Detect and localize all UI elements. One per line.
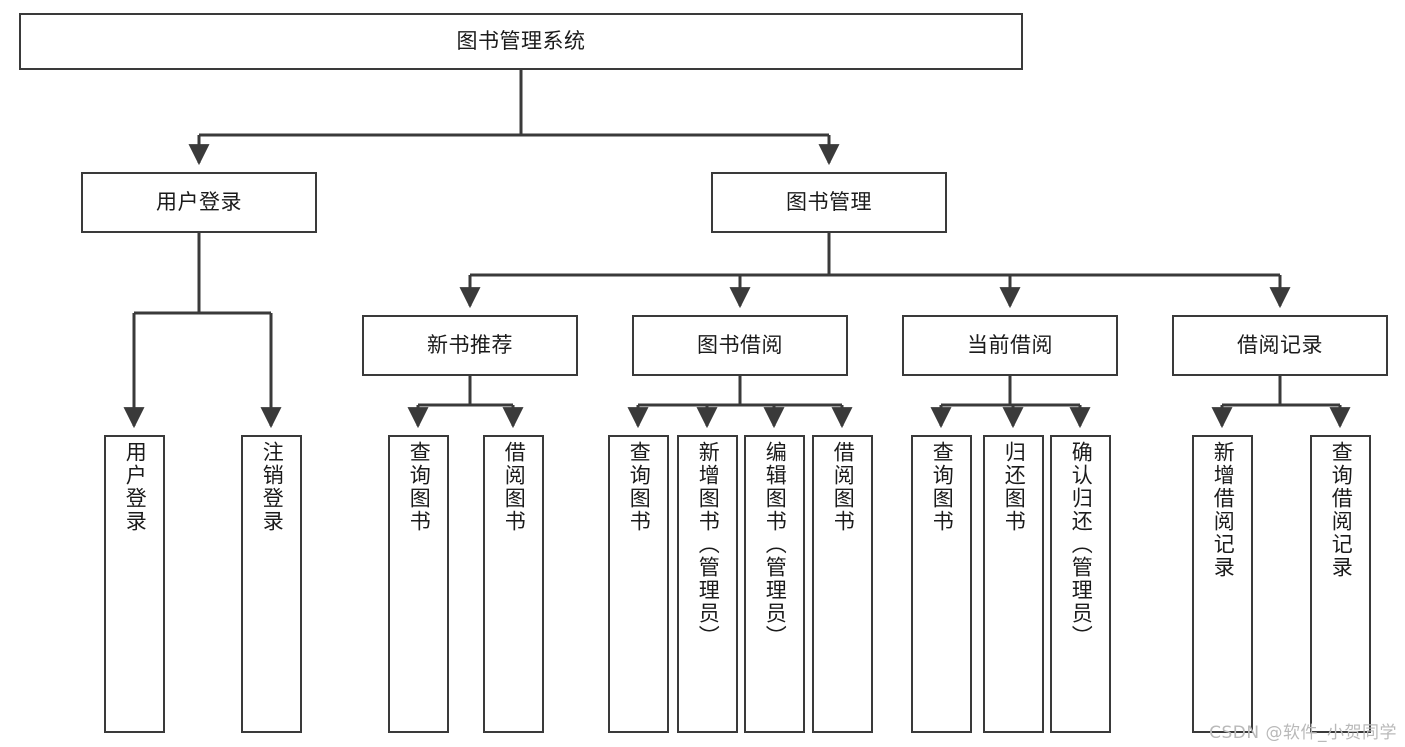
node-book-manage-label: 图书管理 bbox=[786, 189, 872, 214]
node-leaf-borrow-book-2[interactable]: 借阅图书 bbox=[812, 435, 873, 733]
node-new-book-rec-label: 新书推荐 bbox=[427, 332, 513, 357]
node-root[interactable]: 图书管理系统 bbox=[19, 13, 1023, 70]
node-root-label: 图书管理系统 bbox=[456, 28, 586, 53]
node-leaf-query-record[interactable]: 查询借阅记录 bbox=[1310, 435, 1371, 733]
node-leaf-edit-book[interactable]: 编辑图书（管理员） bbox=[744, 435, 805, 733]
node-leaf-add-record[interactable]: 新增借阅记录 bbox=[1192, 435, 1253, 733]
node-current-borrow-label: 当前借阅 bbox=[967, 332, 1053, 357]
node-leaf-query-book-2-label: 查询图书 bbox=[627, 441, 652, 533]
node-leaf-query-book-3-label: 查询图书 bbox=[930, 441, 955, 533]
node-leaf-query-book-2[interactable]: 查询图书 bbox=[608, 435, 669, 733]
node-leaf-user-logout[interactable]: 注销登录 bbox=[241, 435, 302, 733]
node-current-borrow[interactable]: 当前借阅 bbox=[902, 315, 1118, 376]
node-leaf-query-record-label: 查询借阅记录 bbox=[1329, 441, 1354, 579]
node-leaf-add-record-label: 新增借阅记录 bbox=[1211, 441, 1236, 579]
node-leaf-confirm-return-label: 确认归还（管理员） bbox=[1069, 441, 1094, 648]
node-leaf-return-book[interactable]: 归还图书 bbox=[983, 435, 1044, 733]
node-borrow-record-label: 借阅记录 bbox=[1237, 332, 1323, 357]
node-book-borrow[interactable]: 图书借阅 bbox=[632, 315, 848, 376]
node-leaf-user-login-label: 用户登录 bbox=[123, 441, 148, 533]
node-leaf-user-logout-label: 注销登录 bbox=[260, 441, 285, 533]
node-user-login[interactable]: 用户登录 bbox=[81, 172, 317, 233]
node-leaf-query-book-1[interactable]: 查询图书 bbox=[388, 435, 449, 733]
node-leaf-borrow-book-1[interactable]: 借阅图书 bbox=[483, 435, 544, 733]
node-leaf-add-book-label: 新增图书（管理员） bbox=[696, 441, 721, 648]
node-leaf-borrow-book-1-label: 借阅图书 bbox=[502, 441, 527, 533]
node-leaf-query-book-3[interactable]: 查询图书 bbox=[911, 435, 972, 733]
node-leaf-return-book-label: 归还图书 bbox=[1002, 441, 1027, 533]
node-new-book-rec[interactable]: 新书推荐 bbox=[362, 315, 578, 376]
node-book-manage[interactable]: 图书管理 bbox=[711, 172, 947, 233]
node-leaf-query-book-1-label: 查询图书 bbox=[407, 441, 432, 533]
watermark-text: CSDN @软件_小贺同学 bbox=[1209, 723, 1397, 743]
node-borrow-record[interactable]: 借阅记录 bbox=[1172, 315, 1388, 376]
node-leaf-confirm-return[interactable]: 确认归还（管理员） bbox=[1050, 435, 1111, 733]
node-user-login-label: 用户登录 bbox=[156, 189, 242, 214]
node-leaf-add-book[interactable]: 新增图书（管理员） bbox=[677, 435, 738, 733]
node-leaf-edit-book-label: 编辑图书（管理员） bbox=[763, 441, 788, 648]
node-leaf-borrow-book-2-label: 借阅图书 bbox=[831, 441, 856, 533]
node-leaf-user-login[interactable]: 用户登录 bbox=[104, 435, 165, 733]
node-book-borrow-label: 图书借阅 bbox=[697, 332, 783, 357]
